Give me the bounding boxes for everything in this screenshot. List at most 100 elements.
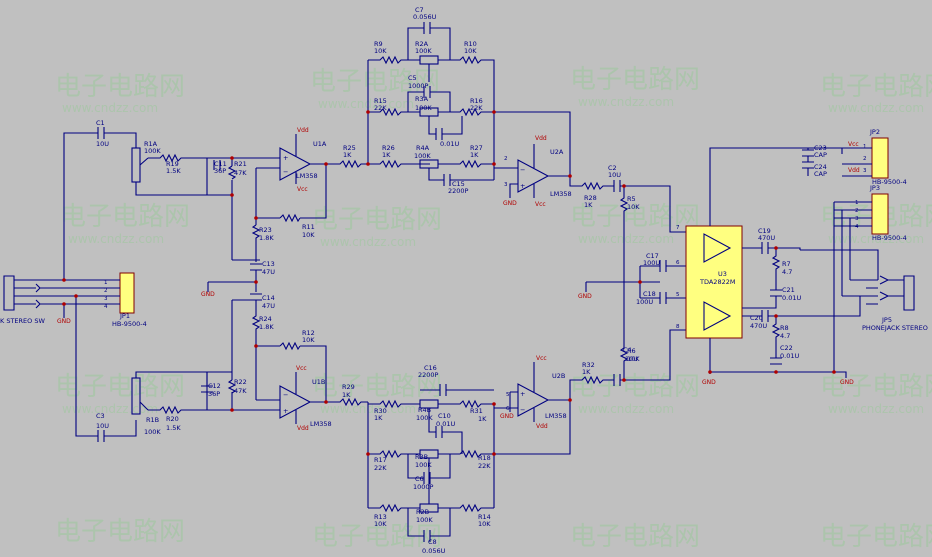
r6-ref: R6 — [627, 347, 636, 355]
watermark-url: www.cndzz.com — [578, 402, 674, 416]
u1b-ref: U1B — [312, 378, 325, 386]
input-coupling: C1 10U C3 10U — [63, 119, 137, 442]
c12-ref: C12 — [208, 382, 221, 390]
u3-part: TDA2822M — [699, 278, 735, 286]
watermark-url: www.cndzz.com — [318, 97, 414, 111]
u1a-part: LM358 — [296, 172, 318, 180]
jp1-pin: 3 — [104, 296, 108, 302]
vdd-label: Vdd — [297, 127, 309, 134]
jp2-ref: JP2 — [869, 128, 880, 136]
watermark-url: www.cndzz.com — [62, 101, 158, 115]
c4-ref: C4 — [623, 346, 632, 354]
watermark-cn: 电子电路网 — [570, 522, 700, 552]
r28-val: 1K — [584, 201, 593, 209]
c18-ref: C18 — [643, 290, 656, 298]
c22-val: 0.01U — [780, 352, 799, 360]
svg-text:+: + — [520, 182, 525, 190]
r18-val: 22K — [478, 462, 491, 470]
watermark-url: www.cndzz.com — [828, 232, 924, 246]
c15-val: 2200P — [448, 187, 469, 195]
jp1-body — [119, 272, 135, 314]
c14-val: 47U — [262, 302, 275, 310]
r28-ref: R28 — [584, 194, 597, 202]
c8-val: 0.056U — [422, 547, 446, 555]
c2-val: 10U — [608, 171, 621, 179]
r1a-ref: R1A — [144, 140, 158, 148]
r32-val: 1K — [582, 368, 591, 376]
svg-text:6: 6 — [506, 406, 510, 412]
c21-val: 0.01U — [782, 294, 801, 302]
input-filter: C11 36P R21 47K C12 36P R22 47K — [200, 157, 280, 411]
r2a-val: 100K — [415, 47, 432, 55]
svg-text:2: 2 — [504, 156, 508, 162]
r5-val: 10K — [627, 203, 640, 211]
r12-ref: R12 — [302, 329, 315, 337]
r1b-ref: R1B — [146, 416, 159, 424]
r30-val: 1K — [374, 414, 383, 422]
r15-val: 22K — [374, 104, 387, 112]
c2-ref: C2 — [608, 164, 617, 172]
r32-ref: R32 — [582, 361, 595, 369]
c16-val: 2200P — [418, 371, 439, 379]
r3a-ref: R3A — [415, 95, 429, 103]
r2a-ref: R2A — [415, 40, 429, 48]
r3b-val: 100K — [415, 461, 432, 469]
gnd-label: GND — [500, 413, 514, 420]
watermark-url: www.cndzz.com — [68, 232, 164, 246]
u2a-ref: U2A — [550, 148, 564, 156]
vcc-label: Vcc — [297, 186, 308, 193]
volume-pots: R1A 100K R19 1.5K R1B 100K R20 1.5K — [131, 140, 232, 436]
watermark-url: www.cndzz.com — [320, 235, 416, 249]
watermark-cn: 电子电路网 — [312, 205, 442, 235]
jp2-pin: 1 — [863, 144, 867, 150]
watermark-cn: 电子电路网 — [820, 72, 932, 102]
c11-ref: C11 — [214, 160, 227, 168]
jp3-pin: 2 — [855, 208, 859, 214]
c13-val: 47U — [262, 268, 275, 276]
jp1-connector: 1 2 3 4 JP1 HB-9500-4 GND — [40, 272, 147, 328]
c20-val: 470U — [750, 322, 767, 330]
svg-text:−: − — [283, 391, 288, 399]
r6-val: 10K — [627, 355, 640, 363]
r13-val: 10K — [374, 520, 387, 528]
r9-val: 10K — [374, 47, 387, 55]
r23-ref: R23 — [259, 226, 272, 234]
r9-ref: R9 — [374, 40, 383, 48]
c5-ref: C5 — [408, 74, 417, 82]
u2b-part: LM358 — [545, 412, 567, 420]
c23-val: CAP — [814, 151, 827, 159]
u1a-ref: U1A — [313, 140, 327, 148]
c8-ref: C8 — [428, 538, 437, 546]
svg-text:−: − — [283, 168, 288, 176]
c9-val: 0.01U — [440, 140, 459, 148]
r25-val: 1K — [343, 151, 352, 159]
r17-ref: R17 — [374, 456, 387, 464]
c19-val: 470U — [758, 234, 775, 242]
jp3-pin: 3 — [855, 216, 859, 222]
u2a-part: LM358 — [550, 190, 572, 198]
gnd-label: GND — [201, 291, 215, 298]
c14-ref: C14 — [262, 294, 275, 302]
r4b-val: 100K — [416, 414, 433, 422]
jp2-part: HB-9500-4 — [872, 178, 907, 186]
gnd-label: GND — [57, 318, 71, 325]
jp2-body — [871, 137, 889, 179]
junctions — [62, 110, 836, 456]
r3b-ref: R3B — [415, 453, 428, 461]
watermark-cn: 电子电路网 — [820, 522, 932, 552]
vdd-label: Vdd — [297, 425, 309, 432]
tda2822m-body — [685, 225, 743, 339]
jp1-pin: 4 — [104, 304, 108, 310]
svg-text:+: + — [283, 154, 288, 162]
jp3-ref: JP3 — [869, 184, 880, 192]
r29-ref: R29 — [342, 383, 355, 391]
watermark-cn: 电子电路网 — [55, 72, 185, 102]
power-amp: C2 10U C4 10U R5 10K R6 10K GND C17 100U… — [578, 147, 854, 386]
r10-val: 10K — [464, 47, 477, 55]
jp1-pin: 1 — [104, 280, 108, 286]
c24-val: CAP — [814, 170, 827, 178]
r14-val: 10K — [478, 520, 491, 528]
r13-ref: R13 — [374, 513, 387, 521]
jp1-ref: JP1 — [119, 312, 130, 320]
